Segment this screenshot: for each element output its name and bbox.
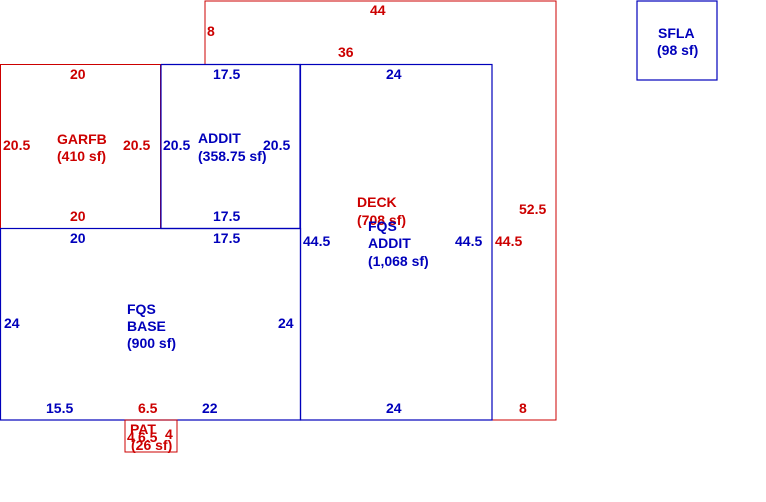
fqs-base-dim-bottom-right: 22 xyxy=(202,400,218,416)
pat-dim-left: 4 xyxy=(127,429,135,445)
deck-dim-bottom: 8 xyxy=(519,400,527,416)
fqs-addit-dim-left: 44.5 xyxy=(303,233,330,249)
fqs-base-dim-bottom-left: 15.5 xyxy=(46,400,73,416)
fqs-addit-dim-right: 44.5 xyxy=(455,233,482,249)
pat-name: PAT xyxy=(130,421,156,437)
deck-dim-right-lower: 44.5 xyxy=(495,233,522,249)
addit-upper-dim-left: 20.5 xyxy=(163,137,190,153)
addit-upper-area: (358.75 sf) xyxy=(198,148,266,164)
addit-upper-dim-bottom: 17.5 xyxy=(213,208,240,224)
fqs-base-line2: BASE xyxy=(127,318,166,334)
sfla-outline xyxy=(636,0,718,81)
sfla-name: SFLA xyxy=(658,25,695,41)
garfb-dim-right: 20.5 xyxy=(123,137,150,153)
deck-dim-left-upper: 8 xyxy=(207,23,215,39)
fqs-base-dim-bottom-mid: 6.5 xyxy=(138,400,158,416)
deck-outline xyxy=(204,0,557,421)
deck-dim-top: 44 xyxy=(370,2,386,18)
pat-dim-mid: 6.5 xyxy=(138,429,158,445)
fqs-addit-dim-bottom: 24 xyxy=(386,400,402,416)
fqs-base-line1: FQS xyxy=(127,301,156,317)
garfb-dim-left: 20.5 xyxy=(3,137,30,153)
garfb-dim-bottom: 20 xyxy=(70,208,86,224)
fqs-base-dim-right: 24 xyxy=(278,315,294,331)
fqs-base-dim-top-left: 20 xyxy=(70,230,86,246)
addit-upper-name: ADDIT xyxy=(198,130,241,146)
pat-area: (26 sf) xyxy=(131,437,172,453)
fqs-addit-area: (1,068 sf) xyxy=(368,253,429,269)
fqs-base-dim-top-right: 17.5 xyxy=(213,230,240,246)
sfla-area: (98 sf) xyxy=(657,42,698,58)
deck-area: (708 sf) xyxy=(357,212,406,228)
deck-dim-top-inner: 36 xyxy=(338,44,354,60)
fqs-addit-dim-top: 24 xyxy=(386,66,402,82)
fqs-base-dim-left: 24 xyxy=(4,315,20,331)
garfb-dim-top: 20 xyxy=(70,66,86,82)
fqs-base-area: (900 sf) xyxy=(127,335,176,351)
deck-name: DECK xyxy=(357,194,397,210)
addit-upper-dim-right: 20.5 xyxy=(263,137,290,153)
pat-dim-right: 4 xyxy=(165,426,173,442)
pat-outline xyxy=(124,419,178,453)
deck-dim-right: 52.5 xyxy=(519,201,546,217)
addit-upper-dim-top: 17.5 xyxy=(213,66,240,82)
garfb-area: (410 sf) xyxy=(57,148,106,164)
fqs-addit-line1: FQS xyxy=(368,218,397,234)
garfb-name: GARFB xyxy=(57,131,107,147)
fqs-addit-line2: ADDIT xyxy=(368,235,411,251)
